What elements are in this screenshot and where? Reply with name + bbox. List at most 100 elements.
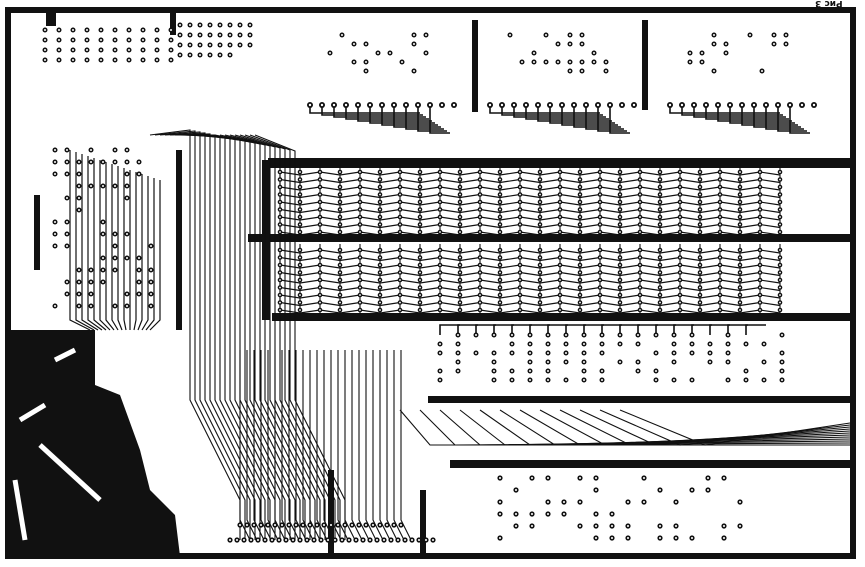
copper-trace [417, 105, 447, 132]
copper-trace [260, 350, 272, 541]
copper-trace [123, 168, 127, 331]
ground-clearance [53, 347, 77, 363]
copper-trace [597, 105, 627, 132]
copper-trace [573, 105, 621, 128]
copper-trace [393, 105, 441, 128]
copper-trace [253, 350, 265, 541]
copper-trace [288, 350, 300, 541]
copper-trace [69, 150, 91, 331]
copper-trace [565, 324, 586, 335]
copper-trace [619, 409, 851, 446]
copper-trace [246, 350, 258, 541]
copper-trace [249, 134, 341, 540]
copper-trace [709, 324, 730, 335]
copper-trace [513, 105, 606, 118]
copper-trace [159, 131, 251, 540]
copper-trace [457, 324, 478, 335]
copper-trace [149, 180, 161, 331]
rail [176, 150, 182, 330]
copper-trace [295, 350, 307, 541]
copper-trace [279, 264, 781, 269]
copper-trace [309, 350, 321, 541]
ground-clearance [18, 402, 47, 423]
copper-trace [75, 152, 95, 331]
copper-trace [345, 105, 429, 120]
copper-trace [429, 105, 450, 134]
copper-trace [141, 176, 149, 331]
copper-trace [330, 350, 342, 541]
copper-trace [137, 174, 143, 331]
copper-trace [239, 134, 331, 540]
rail [472, 20, 478, 112]
trace-layer [69, 105, 851, 541]
copper-trace [281, 350, 293, 541]
figure-caption: Рис 3 [815, 0, 843, 8]
copper-trace [323, 350, 335, 541]
copper-trace [673, 324, 694, 335]
copper-trace [279, 271, 781, 277]
bus-bar [450, 460, 853, 468]
copper-trace [717, 105, 792, 122]
copper-trace [493, 324, 514, 335]
rail [34, 195, 40, 270]
copper-trace [601, 324, 622, 335]
copper-trace [87, 156, 103, 331]
copper-trace [279, 301, 781, 307]
copper-trace [117, 166, 123, 331]
copper-trace [321, 105, 423, 116]
copper-trace [111, 164, 119, 331]
copper-trace [279, 286, 781, 292]
rail [642, 20, 648, 110]
copper-trace [279, 279, 781, 284]
board-outline [5, 7, 856, 559]
copper-trace [279, 208, 781, 214]
copper-trace [279, 294, 781, 299]
copper-trace [585, 105, 624, 130]
rail [170, 10, 176, 35]
copper-trace [279, 231, 781, 236]
copper-trace [154, 130, 246, 540]
copper-trace [727, 324, 748, 335]
copper-trace [705, 105, 789, 120]
copper-trace [229, 134, 321, 540]
copper-trace [547, 324, 568, 335]
rail [46, 10, 56, 26]
copper-trace [789, 105, 810, 134]
copper-trace [279, 256, 781, 262]
copper-trace [399, 409, 850, 446]
copper-trace [583, 324, 604, 335]
copper-trace [379, 350, 391, 541]
copper-trace [279, 309, 781, 314]
copper-trace [358, 350, 370, 541]
copper-trace [637, 324, 658, 335]
ground-clearance [38, 443, 102, 502]
copper-trace [267, 350, 279, 541]
copper-trace [741, 105, 798, 126]
copper-trace [693, 105, 786, 118]
copper-trace [145, 178, 155, 331]
ground-clearance [12, 479, 28, 541]
copper-trace [279, 201, 781, 206]
copper-trace [561, 105, 618, 126]
copper-trace [164, 132, 256, 540]
copper-trace [729, 105, 795, 124]
copper-trace [93, 158, 107, 331]
copper-trace [529, 324, 550, 335]
copper-trace [501, 105, 603, 116]
copper-trace [753, 105, 801, 128]
copper-trace [439, 409, 851, 446]
copper-trace [549, 105, 615, 124]
copper-trace [439, 324, 460, 335]
copper-trace [475, 324, 496, 335]
copper-trace [105, 162, 115, 331]
copper-trace [133, 172, 137, 331]
rail [262, 160, 270, 320]
ground-plane [8, 330, 180, 556]
copper-trace [511, 324, 532, 335]
copper-trace [239, 350, 251, 541]
copper-trace [351, 350, 363, 541]
copper-trace [691, 324, 712, 335]
copper-trace [279, 223, 781, 229]
copper-trace [244, 134, 336, 540]
